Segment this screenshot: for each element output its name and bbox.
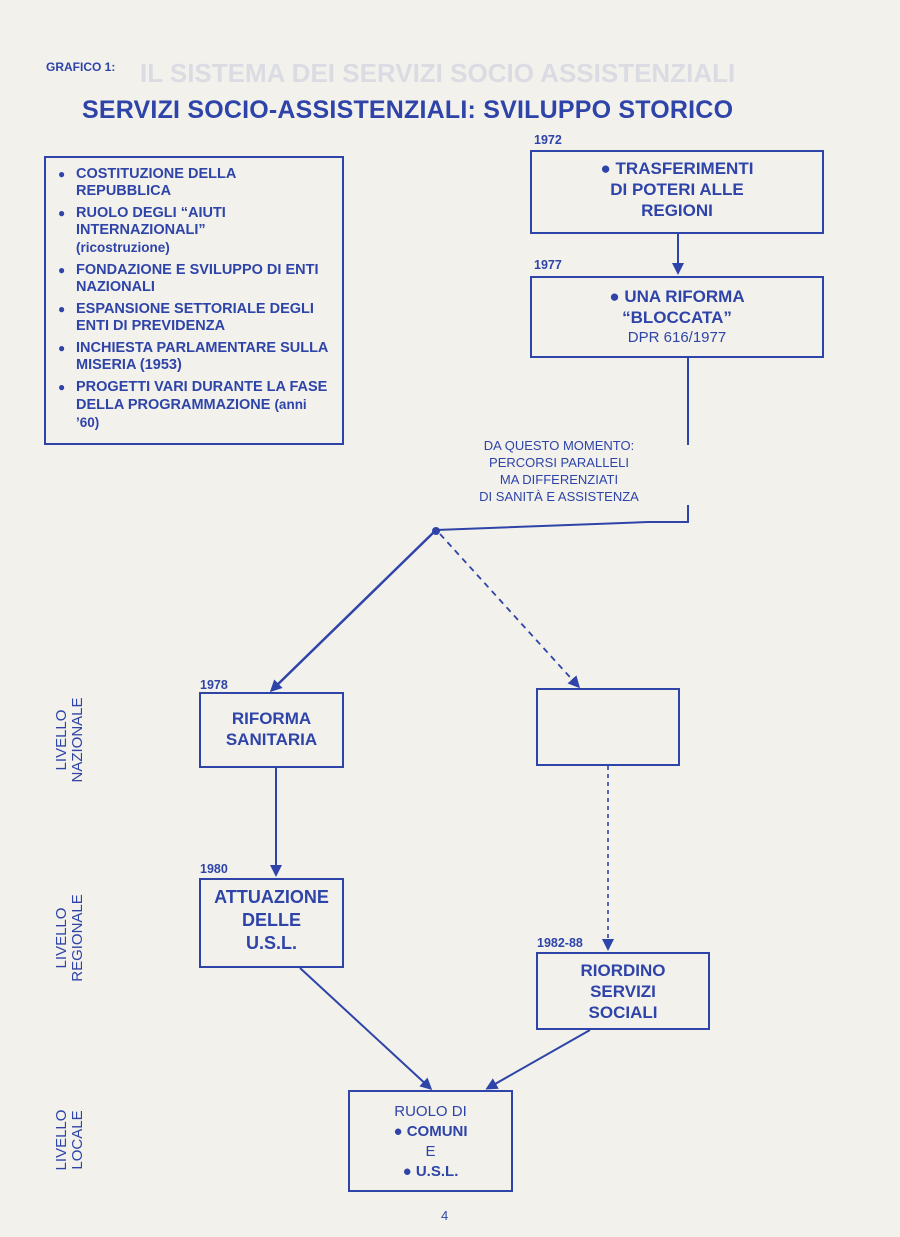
historic-factors-list: COSTITUZIONE DELLA REPUBBLICA RUOLO DEGL…	[58, 166, 332, 432]
list-item: FONDAZIONE E SVILUPPO DI ENTI NAZIONALI	[58, 262, 332, 296]
box-local-role: RUOLO DI ● COMUNI E ● U.S.L.	[348, 1090, 513, 1192]
list-item: RUOLO DEGLI “AIUTI INTERNAZIONALI”(ricos…	[58, 205, 332, 257]
box-1977-line1: ● UNA RIFORMA	[609, 287, 745, 306]
year-1977: 1977	[534, 258, 562, 272]
historic-factors-box: COSTITUZIONE DELLA REPUBBLICA RUOLO DEGL…	[44, 156, 344, 445]
show-through-text: IL SISTEMA DEI SERVIZI SOCIO ASSISTENZIA…	[140, 58, 736, 88]
level-label-national: LIVELLO NAZIONALE	[53, 697, 86, 783]
box-1980-usl-implementation: ATTUAZIONE DELLE U.S.L.	[199, 878, 344, 968]
year-1982-88: 1982-88	[537, 936, 583, 950]
figure-label: GRAFICO 1:	[46, 60, 116, 74]
list-item: INCHIESTA PARLAMENTARE SULLA MISERIA (19…	[58, 340, 332, 374]
box-1972-line1: ● TRASFERIMENTI	[600, 159, 754, 178]
box-1977-line2: “BLOCCATA”	[622, 308, 732, 327]
box-1977-line3: DPR 616/1977	[627, 329, 727, 346]
parallel-paths-note: DA QUESTO MOMENTO: PERCORSI PARALLELI MA…	[464, 434, 654, 508]
arrow-junction-social	[439, 533, 581, 689]
list-item: COSTITUZIONE DELLA REPUBBLICA	[58, 166, 332, 200]
level-label-regional: LIVELLO REGIONALE	[53, 894, 86, 982]
arrow-1982-local	[485, 1029, 591, 1090]
year-1980: 1980	[200, 862, 228, 876]
box-1977-blocked-reform: ● UNA RIFORMA “BLOCCATA” DPR 616/1977	[530, 276, 824, 358]
arrow-junction-1978	[269, 531, 435, 693]
list-item: ESPANSIONE SETTORIALE DEGLI ENTI DI PREV…	[58, 301, 332, 335]
arrow-1980-local	[299, 967, 433, 1091]
year-1972: 1972	[534, 133, 562, 147]
box-1972-line3: REGIONI	[641, 201, 713, 220]
page-number: 4	[441, 1208, 449, 1223]
list-item: PROGETTI VARI DURANTE LA FASE DELLA PROG…	[58, 379, 332, 432]
line-note-junction	[435, 505, 689, 531]
level-label-local: LIVELLO LOCALE	[53, 1109, 86, 1171]
box-social-services-path	[536, 688, 680, 766]
box-1972-transfer-of-powers: ● TRASFERIMENTI DI POTERI ALLE REGIONI	[530, 150, 824, 234]
year-1978: 1978	[200, 678, 228, 692]
diagram-title: SERVIZI SOCIO-ASSISTENZIALI: SVILUPPO ST…	[82, 96, 734, 124]
box-1972-line2: DI POTERI ALLE	[610, 180, 744, 199]
box-1982-social-services-reorganization: RIORDINO SERVIZI SOCIALI	[536, 952, 710, 1030]
box-1978-health-reform: RIFORMA SANITARIA	[199, 692, 344, 768]
